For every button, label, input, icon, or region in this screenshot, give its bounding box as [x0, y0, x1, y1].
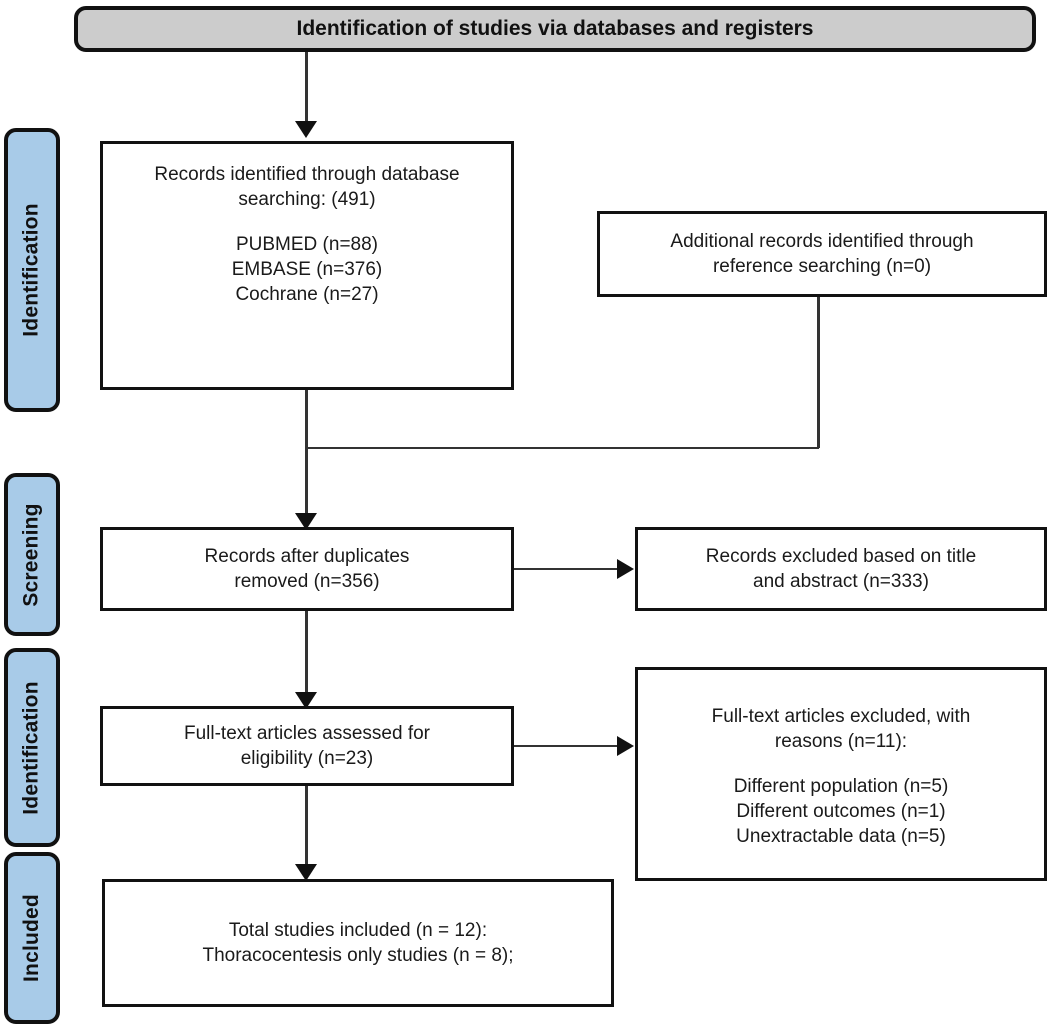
arrowhead-to-fulltext-excluded [617, 736, 634, 756]
phase-pill-identification-1: Identification [4, 128, 60, 412]
phase-pill-identification-2: Identification [4, 648, 60, 847]
banner-identification-via-databases: Identification of studies via databases … [74, 6, 1036, 52]
box-records-identified: Records identified through database sear… [100, 141, 514, 390]
connector-banner-to-records-identified [305, 52, 308, 124]
box-records-excluded: Records excluded based on title and abst… [635, 527, 1047, 611]
phase-label-included: Included [20, 894, 44, 982]
arrowhead-to-records-excluded [617, 559, 634, 579]
box-fulltext-excluded: Full-text articles excluded, with reason… [635, 667, 1047, 881]
connector-to-fulltext-excluded [514, 745, 620, 747]
box-additional-records: Additional records identified through re… [597, 211, 1047, 297]
box-total-included: Total studies included (n = 12): Thoraco… [102, 879, 614, 1007]
box-fulltext-assessed-primary: Full-text articles assessed for eligibil… [183, 722, 431, 769]
arrowhead-to-total-included [295, 864, 317, 881]
connector-to-records-excluded [514, 568, 620, 570]
connector-records-identified-down [305, 390, 308, 516]
connector-merge-horizontal [305, 447, 819, 449]
box-fulltext-excluded-details: Different population (n=5) Different out… [733, 776, 949, 848]
phase-label-identification-1: Identification [20, 203, 43, 337]
box-records-identified-details: PUBMED (n=88) EMBASE (n=376) Cochrane (n… [231, 234, 383, 306]
phase-pill-included: Included [4, 852, 60, 1024]
arrowhead-to-records-after-duplicates [295, 513, 317, 530]
box-records-identified-primary: Records identified through database sear… [154, 164, 460, 211]
banner-label: Identification of studies via databases … [296, 17, 814, 40]
phase-pill-screening: Screening [4, 473, 60, 636]
phase-label-screening: Screening [20, 502, 43, 607]
arrowhead-banner-to-records-identified [295, 121, 317, 138]
box-records-after-duplicates-primary: Records after duplicates removed (n=356) [204, 545, 410, 592]
connector-additional-records-down [817, 297, 820, 448]
box-total-included-primary: Total studies included (n = 12): Thoraco… [202, 919, 514, 966]
connector-to-fulltext-assessed [305, 611, 308, 697]
box-records-excluded-primary: Records excluded based on title and abst… [705, 545, 977, 592]
box-fulltext-assessed: Full-text articles assessed for eligibil… [100, 706, 514, 786]
connector-to-total-included [305, 786, 308, 869]
phase-label-identification-2: Identification [20, 680, 43, 815]
arrowhead-to-fulltext-assessed [295, 692, 317, 709]
box-records-after-duplicates: Records after duplicates removed (n=356) [100, 527, 514, 611]
box-additional-records-primary: Additional records identified through re… [670, 230, 974, 277]
box-fulltext-excluded-primary: Full-text articles excluded, with reason… [711, 706, 971, 753]
